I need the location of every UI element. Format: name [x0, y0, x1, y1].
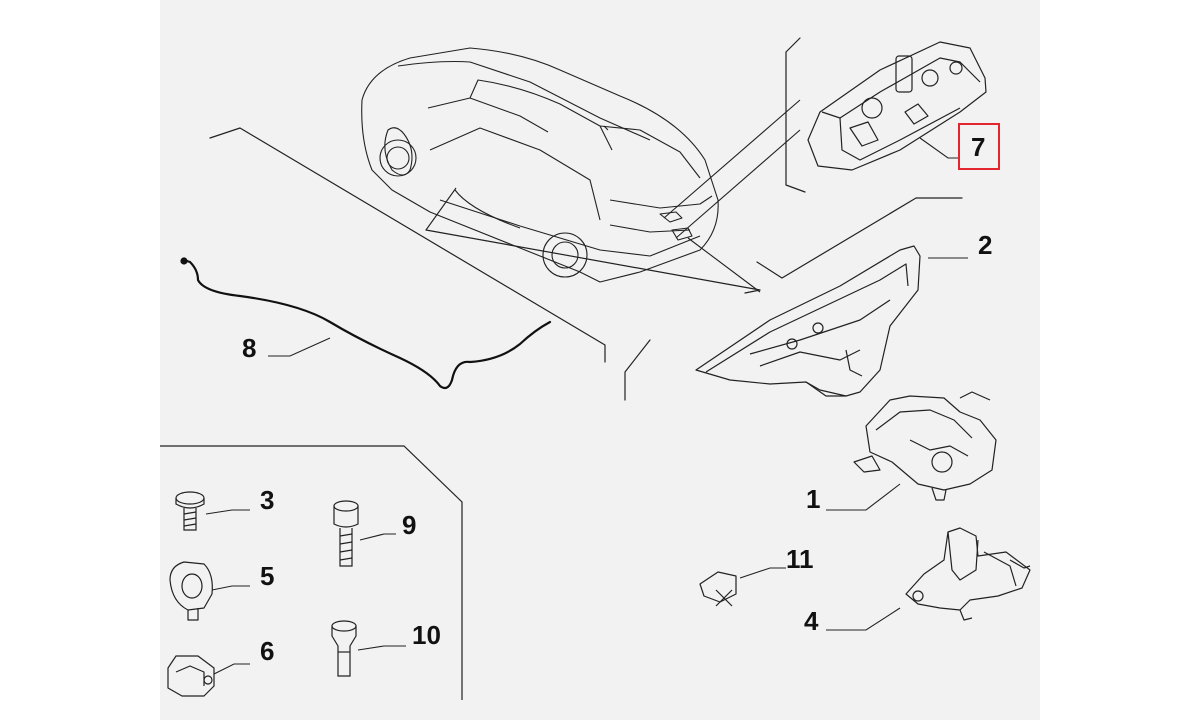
callout-5[interactable]: 5	[260, 561, 275, 591]
callout-2[interactable]: 2	[978, 230, 993, 260]
callout-7[interactable]: 7	[971, 132, 986, 162]
handle-part-2	[695, 245, 921, 397]
spacer-part-10	[331, 620, 357, 677]
callout-10[interactable]: 10	[412, 620, 441, 650]
callout-1[interactable]: 1	[806, 484, 821, 514]
cable-part-8	[180, 257, 552, 390]
screw-part-3	[175, 491, 205, 531]
switch-part-7	[807, 41, 987, 171]
fasteners-frame	[160, 445, 463, 700]
callout-6[interactable]: 6	[260, 636, 275, 666]
selected-part-highlight	[958, 123, 1000, 170]
callout-8[interactable]: 8	[242, 333, 257, 363]
latch-part-1	[853, 391, 997, 501]
callout-4[interactable]: 4	[804, 606, 819, 636]
striker-part-4	[905, 527, 1031, 621]
clip-part-11	[699, 571, 737, 607]
callout-9[interactable]: 9	[402, 510, 417, 540]
callout-3[interactable]: 3	[260, 485, 275, 515]
connector-part-6	[167, 655, 215, 697]
callout-11[interactable]: 11	[786, 544, 814, 574]
bracket-part-5	[169, 561, 213, 621]
car-illustration	[361, 47, 719, 283]
bolt-part-9	[333, 500, 359, 567]
